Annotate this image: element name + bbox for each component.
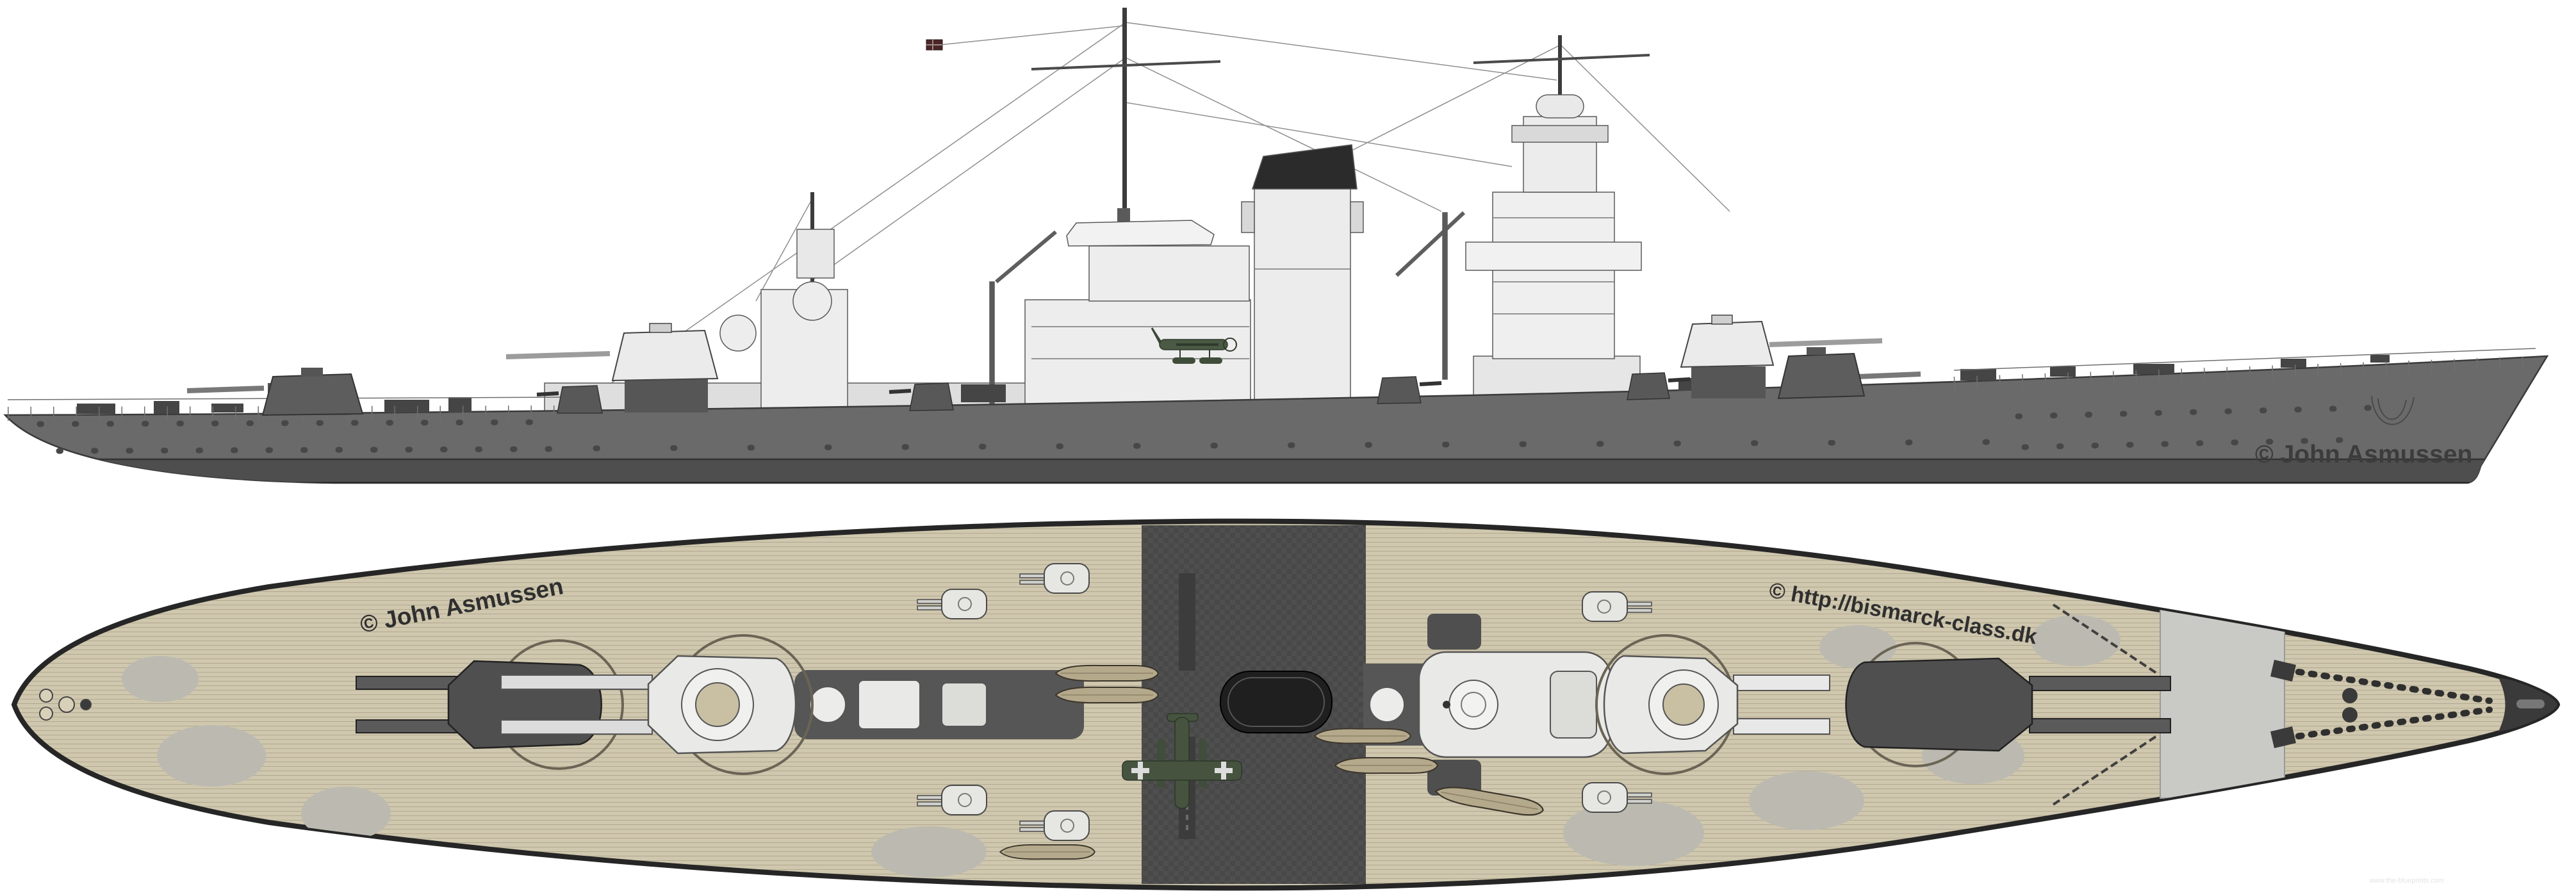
plan-view: © John Asmussen © http://bismarck-class.… — [11, 518, 2561, 891]
aft-rangefinder-dome — [792, 281, 832, 321]
wing-cross-markings — [1131, 762, 1233, 780]
boot-topping — [5, 460, 2511, 483]
bridge-plan — [1418, 614, 1612, 796]
funnel — [1241, 144, 1364, 416]
deck-fittings — [77, 355, 2390, 414]
turret-caesar-side — [505, 323, 719, 413]
floatplane-side — [1151, 327, 1237, 364]
porthole-rows — [37, 404, 2393, 454]
turret-anton-side — [1777, 347, 1921, 400]
funnel-plan — [1220, 671, 1405, 733]
side-credit-text: © John Asmussen — [2255, 441, 2472, 468]
degaussing-lines — [2052, 603, 2159, 806]
catapult — [1179, 573, 1195, 839]
turret-bruno-side — [1680, 315, 1883, 398]
naval-ensign-flag — [926, 39, 943, 51]
turret-anton-plan — [1845, 642, 2171, 767]
anchors — [2270, 660, 2358, 748]
watermark-text: www.the-blueprints.com — [2368, 877, 2444, 885]
floatplane-plan — [1122, 713, 1242, 809]
turret-caesar-plan — [500, 634, 814, 775]
forecastle-panel — [2160, 608, 2285, 799]
foremast — [1473, 35, 1650, 119]
anchor-chains — [2283, 667, 2493, 741]
turret-bruno-plan — [1595, 634, 1830, 775]
bridge-tower — [1465, 94, 1642, 416]
hull-side — [3, 348, 2549, 484]
turret-dora-side — [186, 368, 364, 416]
stern-capstans — [39, 689, 92, 721]
secondary-turrets-side — [536, 372, 1691, 414]
side-view: © John Asmussen — [3, 8, 2549, 484]
